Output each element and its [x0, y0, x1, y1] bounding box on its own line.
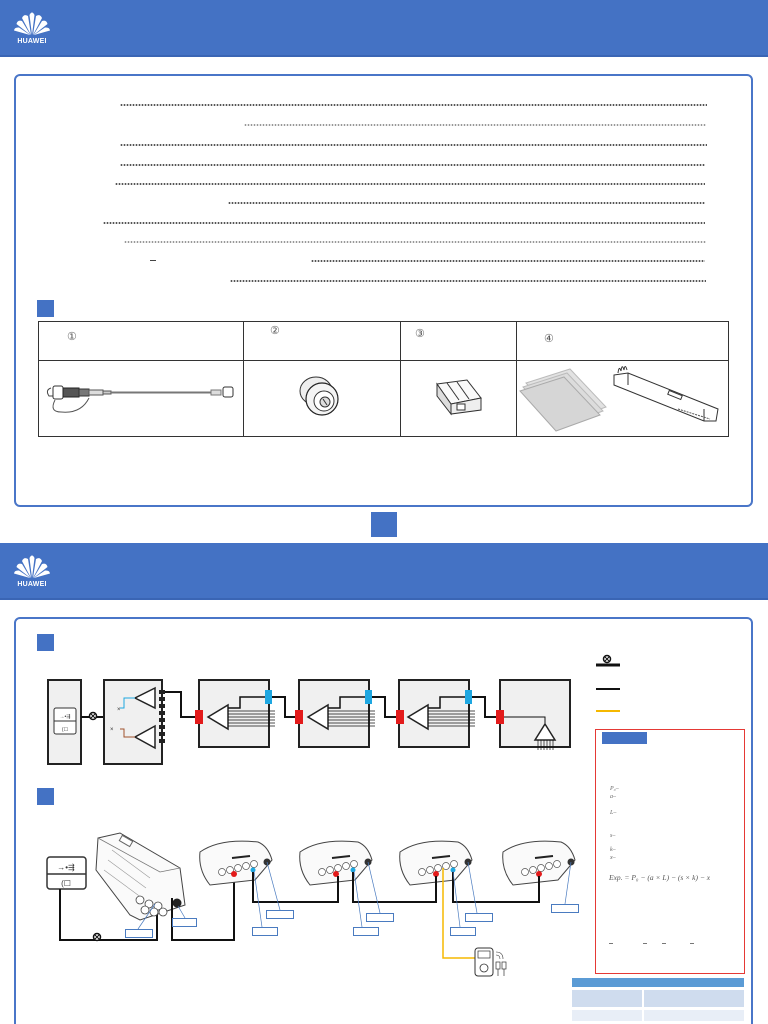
legend-splice-closure [596, 654, 620, 667]
part-number: ① [67, 331, 77, 343]
callout-label [551, 904, 579, 913]
variable-p0: P₀– [610, 786, 619, 792]
olt-device: →•⇶ (☐ [47, 679, 82, 765]
svg-text:×: × [110, 727, 114, 733]
callout-label [366, 913, 394, 922]
cleaning-kit-image [518, 366, 719, 432]
toc-leader [115, 183, 705, 185]
formula-dash [609, 943, 613, 944]
huawei-logo: HUAWEI [12, 9, 52, 49]
legend [596, 654, 620, 712]
variable-s: s– [610, 833, 616, 839]
huawei-petals-icon [14, 555, 50, 578]
cascade-splitter-1 [198, 679, 275, 748]
section-marker-topology [37, 634, 54, 651]
callout-label [266, 910, 294, 919]
input-connector-red [195, 710, 504, 724]
table-cell [644, 1010, 744, 1021]
olt-icon: →•⇶ (☐ [46, 856, 87, 890]
optical-power-meter-icon [474, 947, 507, 977]
toc-leader [311, 260, 705, 262]
reference-table [572, 978, 744, 1021]
terminal-splitter [499, 679, 571, 750]
power-budget-formula: Exp. = P₀ − (a × L) − (s × k) − x [609, 873, 711, 882]
splice-closure-icon [92, 932, 102, 942]
drop-cable-image [46, 385, 234, 413]
svg-text:(☐: (☐ [62, 727, 69, 733]
callout-label [450, 927, 476, 936]
callout-label [252, 927, 278, 936]
variable-k: k– [610, 847, 616, 853]
sub-fat-box-4 [502, 840, 576, 886]
splice-closure-icon [88, 711, 98, 721]
sub-fat-box-2 [299, 840, 373, 886]
table-cell [644, 990, 744, 1007]
main-fat-box [95, 832, 186, 921]
callout-label [353, 927, 379, 936]
page-header: HUAWEI [0, 0, 768, 57]
formula-dash [662, 943, 666, 944]
reference-table-row [572, 990, 744, 1007]
parts-header-cell: ② [243, 321, 401, 361]
toc-leader [230, 280, 706, 282]
reference-table-header [572, 978, 744, 987]
toc-dash [150, 260, 156, 261]
page-header: HUAWEI [0, 543, 768, 600]
parts-table-header-row: ① ② ③ ④ [38, 321, 729, 361]
toc-leader [120, 144, 707, 146]
parts-table: ① ② ③ ④ [38, 321, 729, 437]
formula-dash [690, 943, 694, 944]
huawei-petals-icon [14, 12, 50, 35]
part-number: ③ [415, 328, 425, 340]
brand-name: HUAWEI [17, 38, 47, 45]
toc-leader [228, 202, 705, 204]
callout-label [125, 929, 153, 938]
formula-dash [643, 943, 647, 944]
power-budget-box: P₀– a– L– s– k– x– Exp. = P₀ − (a × L) −… [595, 729, 745, 974]
parts-image-cell [243, 360, 401, 437]
section-marker-installation [37, 788, 54, 805]
toc-leader [103, 222, 705, 224]
variable-l: L– [610, 810, 617, 816]
huawei-logo: HUAWEI [12, 552, 52, 592]
parts-image-cell [400, 360, 517, 437]
toc-leader [124, 241, 706, 243]
fiber-cleaner-pen [613, 366, 719, 422]
parts-image-cell [38, 360, 244, 437]
toc-leader [244, 124, 706, 126]
table-cell [572, 990, 642, 1007]
callout-lines [253, 861, 572, 928]
callout-label [465, 913, 493, 922]
part-number: ② [270, 325, 280, 337]
svg-text:×: × [117, 707, 121, 713]
parts-table-image-row [38, 360, 729, 437]
sub-fat-box-1 [199, 840, 273, 886]
variable-a: a– [610, 794, 616, 800]
callout-label [172, 918, 197, 927]
part-number: ④ [544, 333, 554, 345]
fiber-adapter-image [435, 379, 482, 416]
cascade-splitter-2 [298, 679, 375, 748]
svg-text:(☐: (☐ [61, 879, 71, 888]
page-number-marker [371, 512, 397, 537]
table-cell [572, 1010, 642, 1021]
toc-leader [120, 164, 705, 166]
output-connector-blue [265, 690, 472, 704]
parts-image-cell [516, 360, 729, 437]
cascade-splitter-3 [398, 679, 475, 748]
svg-text:→•⇶: →•⇶ [60, 713, 71, 720]
waterproof-connector-image [299, 376, 339, 416]
cleaning-wipes [518, 368, 607, 432]
svg-text:→•⇶: →•⇶ [57, 863, 75, 872]
power-budget-tag [602, 732, 647, 744]
reference-table-row [572, 1010, 744, 1021]
toc-leader [120, 104, 707, 106]
test-fiber-yellow [442, 868, 475, 959]
variable-x: x– [610, 855, 616, 861]
parts-header-cell: ④ [516, 321, 729, 361]
section-marker-parts [37, 300, 54, 317]
primary-splitter-box: × × [103, 679, 165, 765]
brand-name: HUAWEI [17, 581, 47, 588]
